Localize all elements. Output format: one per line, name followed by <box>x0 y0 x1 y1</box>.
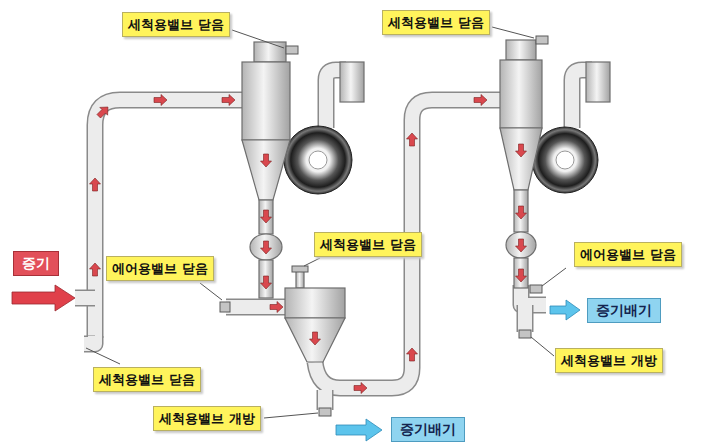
label-text: 세척용밸브 닫음 <box>128 17 224 32</box>
valve-label: 세척용밸브 닫음 <box>93 367 201 392</box>
valve-label: 에어용밸브 닫음 <box>574 242 682 267</box>
exhaust-label: 증기배기 <box>391 417 465 442</box>
inlet-label: 증기 <box>13 251 59 276</box>
label-text: 세척용밸브 개방 <box>159 411 255 426</box>
label-text: 에어용밸브 닫음 <box>580 247 676 262</box>
label-text: 세척용밸브 개방 <box>561 353 657 368</box>
valve-label: 세척용밸브 개방 <box>153 406 261 431</box>
label-text: 세척용밸브 닫음 <box>320 237 416 252</box>
label-text: 세척용밸브 닫음 <box>388 15 484 30</box>
label-text: 증기 <box>22 255 50 271</box>
valve-label: 세척용밸브 개방 <box>555 348 663 373</box>
label-text: 증기배기 <box>400 421 456 437</box>
label-text: 증기배기 <box>596 302 652 318</box>
valve-label: 에어용밸브 닫음 <box>106 256 214 281</box>
valve-label: 세척용밸브 닫음 <box>382 10 490 35</box>
valve-label: 세척용밸브 닫음 <box>122 12 230 37</box>
label-text: 세척용밸브 닫음 <box>99 372 195 387</box>
label-text: 에어용밸브 닫음 <box>112 261 208 276</box>
exhaust-label: 증기배기 <box>587 298 661 323</box>
valve-label: 세척용밸브 닫음 <box>314 232 422 257</box>
